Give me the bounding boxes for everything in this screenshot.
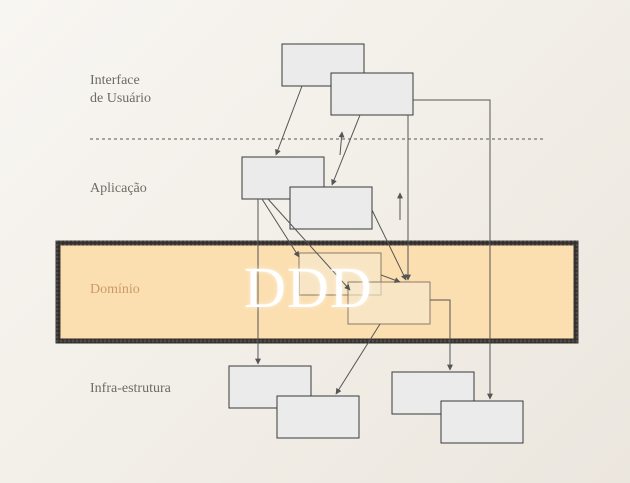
- app-box-2: [289, 186, 373, 230]
- label-infrastructure-layer: Infra-estrutura: [90, 381, 171, 396]
- ddd-title: DDD: [244, 255, 373, 320]
- arrow-app-up-small: [338, 131, 345, 156]
- arrow-domain1-to-domain2: [380, 274, 401, 283]
- arrow-app2-to-domain2: [371, 209, 407, 281]
- arrow-app1-to-domain2: [267, 198, 351, 291]
- arrow-domain2-to-infra3: [430, 299, 453, 371]
- ui-box-2: [330, 72, 414, 116]
- label-ui-layer: Interface de Usuário: [90, 73, 152, 106]
- arrow-ui2-to-infra4: [413, 99, 493, 400]
- arrow-domain2-to-infra2: [335, 323, 381, 395]
- infra-box-2: [276, 395, 360, 439]
- arrow-app1-to-domain1: [261, 198, 300, 258]
- label-domain-layer: Domínio: [90, 282, 140, 297]
- arrow-ui1-to-app1: [275, 85, 303, 156]
- infra-box-4: [440, 400, 524, 444]
- arrow-ui2-to-app2: [331, 114, 361, 186]
- domain-box-2: [347, 281, 431, 325]
- label-application-layer: Aplicação: [90, 181, 147, 196]
